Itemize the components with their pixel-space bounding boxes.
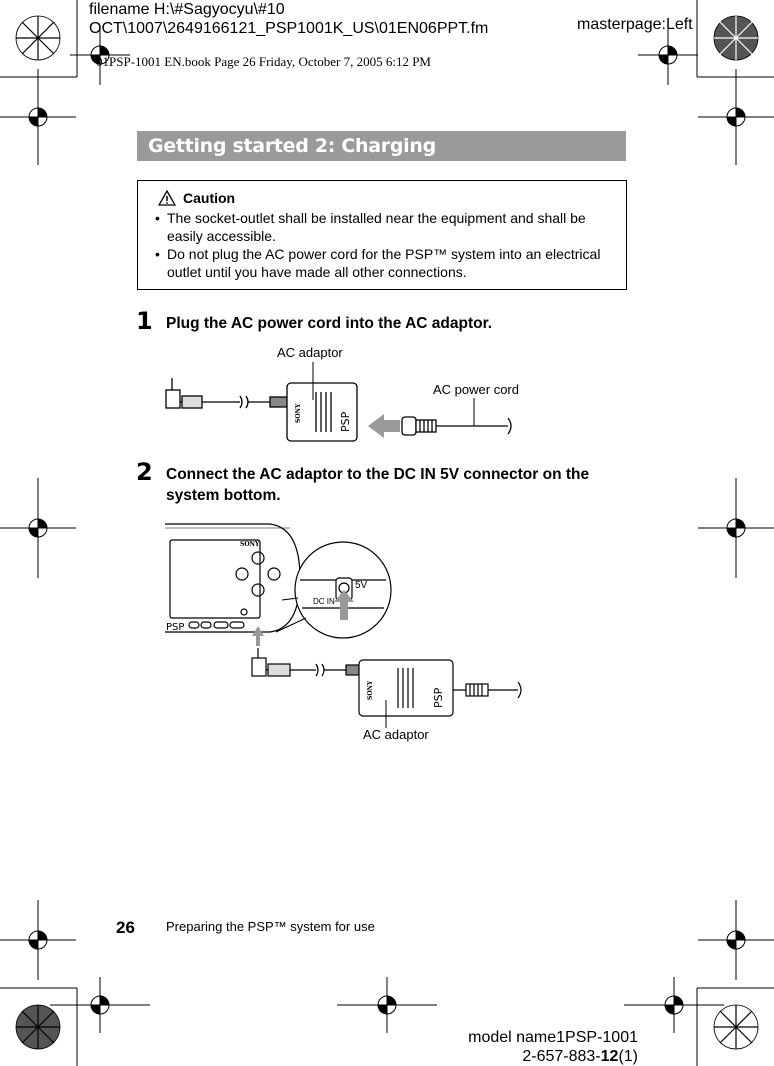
sony-brand-text: SONY bbox=[295, 403, 302, 423]
caution-box bbox=[137, 180, 627, 290]
step-text: Connect the AC adaptor to the DC IN 5V c… bbox=[166, 464, 636, 506]
filename-line-2: OCT\1007\2649166121_PSP1001K_US\01EN06PP… bbox=[89, 20, 489, 37]
model-name: model name1PSP-1001 bbox=[468, 1029, 638, 1046]
psp-logo: PSP bbox=[432, 687, 445, 708]
model-info: model name1PSP-1001 2-657-883-12(1) bbox=[468, 1028, 638, 1066]
header-filename: filename H:\#Sagyocyu\#10 OCT\1007\26491… bbox=[89, 0, 488, 38]
part-number-prefix: 2-657-883- bbox=[522, 1048, 601, 1065]
step-number: 2 bbox=[136, 458, 153, 486]
ac-adaptor-label: AC adaptor bbox=[277, 345, 343, 360]
step-text: Plug the AC power cord into the AC adapt… bbox=[166, 315, 493, 332]
header-masterpage: masterpage:Left bbox=[577, 16, 693, 33]
voltage-label: 5V bbox=[355, 580, 368, 591]
bullet-line: outlet until you have made all other con… bbox=[167, 264, 467, 280]
step-text-line: system bottom. bbox=[166, 487, 281, 504]
part-number-suffix: (1) bbox=[618, 1048, 638, 1065]
footer-section-text: Preparing the PSP™ system for use bbox=[166, 919, 375, 934]
ac-adaptor-label: AC adaptor bbox=[363, 727, 429, 742]
caution-title: Caution bbox=[183, 190, 236, 206]
section-title: Getting started 2: Charging bbox=[148, 135, 436, 157]
caution-bullet: • The socket-outlet shall be installed n… bbox=[155, 209, 617, 245]
bullet-line: easily accessible. bbox=[167, 228, 276, 244]
psp-logo: PSP bbox=[339, 411, 352, 432]
dc-in-label: DC IN bbox=[313, 597, 335, 606]
filename-line-1: filename H:\#Sagyocyu\#10 bbox=[89, 1, 285, 18]
step-text-line: Connect the AC adaptor to the DC IN 5V c… bbox=[166, 466, 590, 483]
part-number-bold: 12 bbox=[600, 1048, 619, 1065]
caution-bullet: • Do not plug the AC power cord for the … bbox=[155, 245, 617, 281]
sony-brand-text: SONY bbox=[367, 680, 374, 700]
warning-triangle-icon bbox=[158, 190, 176, 206]
header-book-info: 01PSP-1001 EN.book Page 26 Friday, Octob… bbox=[96, 54, 431, 69]
bullet-line: Do not plug the AC power cord for the PS… bbox=[167, 246, 601, 262]
bullet-line: The socket-outlet shall be installed nea… bbox=[167, 210, 586, 226]
page-number: 26 bbox=[116, 918, 135, 937]
step-number: 1 bbox=[136, 307, 153, 335]
sony-brand-text: SONY bbox=[240, 541, 260, 548]
psp-logo: PSP bbox=[166, 622, 184, 633]
part-number: 2-657-883-12(1) bbox=[468, 1047, 638, 1066]
section-title-bar bbox=[137, 131, 626, 161]
ac-power-cord-label: AC power cord bbox=[433, 382, 519, 397]
